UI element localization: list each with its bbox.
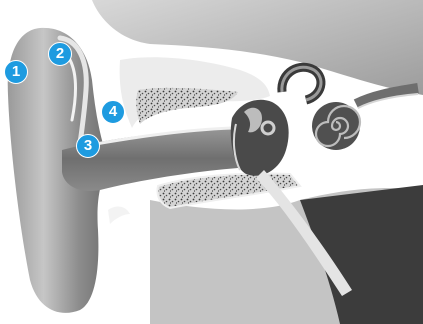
semicircular-canal-inner bbox=[282, 67, 321, 100]
cartilage-piece bbox=[108, 207, 130, 224]
marker-3: 3 bbox=[76, 134, 100, 158]
upper-bone-speckle bbox=[136, 88, 238, 124]
marker-1: 1 bbox=[4, 60, 28, 84]
marker-4: 4 bbox=[101, 100, 125, 124]
cochlea bbox=[312, 102, 360, 150]
marker-2: 2 bbox=[48, 42, 72, 66]
auditory-nerve bbox=[356, 88, 418, 104]
